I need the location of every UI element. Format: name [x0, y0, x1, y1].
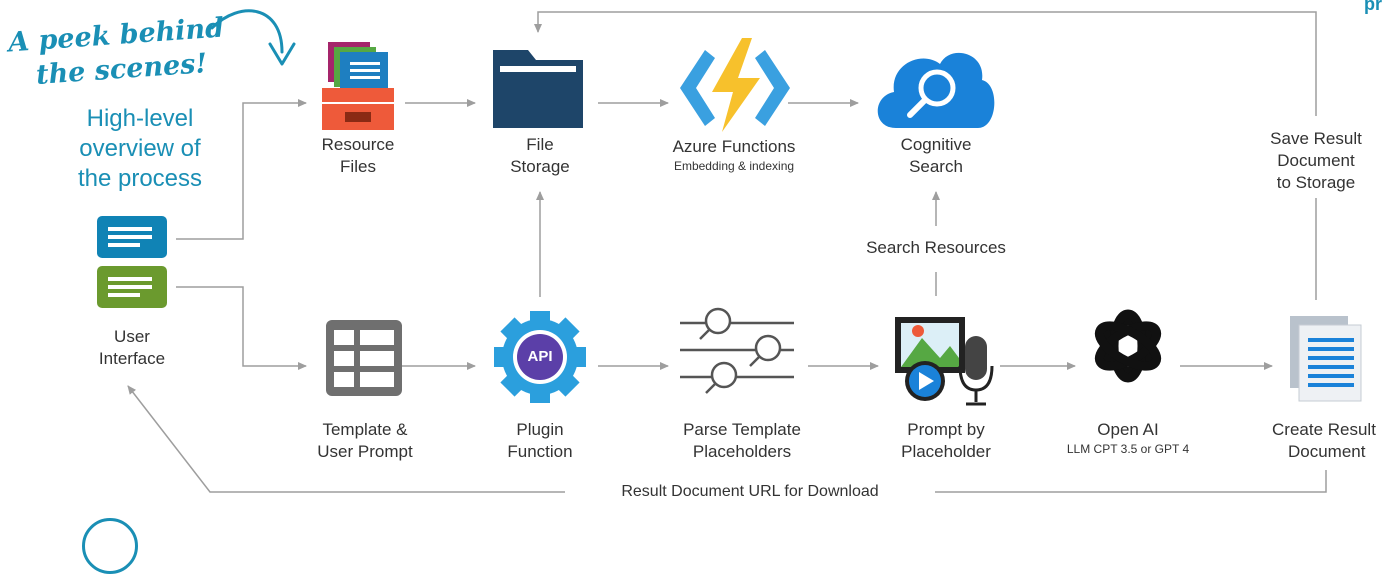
prompt-placeholder-label-line1: Prompt by [907, 420, 985, 439]
save-result-label-line1: Save Result [1270, 129, 1362, 148]
result-url-label: Result Document URL for Download [621, 483, 879, 500]
file-storage-label-line2: Storage [510, 157, 570, 176]
parse-placeholders-label: Parse Template Placeholders [652, 419, 832, 463]
arrow-result-url [935, 470, 1327, 493]
cloud-search-icon [877, 52, 995, 129]
media-prompt-icon [895, 317, 994, 406]
azure-functions-sublabel: Embedding & indexing [673, 159, 795, 173]
file-storage-label-line1: File [526, 135, 554, 154]
template-prompt-label-line2: User Prompt [317, 442, 413, 461]
user-interface-label-line2: Interface [98, 349, 166, 368]
overview-line3: the process [77, 165, 203, 192]
overview-line1: High-level [86, 105, 194, 132]
api-gear-icon [494, 311, 586, 403]
open-ai-label: Open AI LLM CPT 3.5 or GPT 4 [1048, 419, 1208, 457]
save-result-label-line2: Document [1277, 151, 1355, 170]
user-interface-label-line1: User [114, 327, 150, 346]
resource-files-label-line1: Resource [321, 135, 395, 154]
folder-icon [493, 50, 583, 128]
parse-placeholders-label-line1: Parse Template [683, 420, 801, 439]
resource-files-label: Resource Files [288, 134, 428, 178]
open-ai-sublabel: LLM CPT 3.5 or GPT 4 [1066, 442, 1190, 456]
connectors [127, 11, 1327, 493]
overview-line2: overview of [79, 135, 201, 162]
api-badge: API [527, 348, 553, 365]
prompt-placeholder-label-line2: Placeholder [901, 442, 991, 461]
save-result-label: Save Result Document to Storage [1250, 128, 1382, 194]
bottom-circle-decoration [82, 518, 138, 574]
template-grid-icon [326, 320, 402, 396]
curved-arrow-icon [210, 9, 284, 54]
cognitive-search-label-line1: Cognitive [900, 135, 972, 154]
curved-arrow-head-icon [268, 42, 296, 66]
create-result-label-line2: Document [1288, 442, 1366, 461]
search-resources-label: Search Resources [850, 237, 1022, 259]
template-prompt-label: Template & User Prompt [290, 419, 440, 463]
process-diagram [97, 9, 1362, 493]
arrow-ui-to-resource [176, 99, 307, 240]
magnifier-lines-icon [680, 307, 794, 394]
resource-files-label-line2: Files [340, 157, 376, 176]
save-result-label-line3: to Storage [1276, 173, 1356, 192]
create-result-label-line1: Create Result [1272, 420, 1376, 439]
cognitive-search-label: Cognitive Search [866, 134, 1006, 178]
arrow-result-url-left [127, 385, 565, 493]
arrow-ui-to-template [176, 286, 307, 370]
document-icons [97, 216, 167, 308]
plugin-function-label: Plugin Function [470, 419, 610, 463]
result-document-icon [1290, 316, 1362, 402]
template-prompt-label-line1: Template & [322, 420, 408, 439]
user-interface-label: User Interface [62, 326, 202, 370]
file-cabinet-icon [322, 42, 394, 130]
file-storage-label: File Storage [470, 134, 610, 178]
plugin-function-label-line1: Plugin [516, 420, 564, 439]
plugin-function-label-line2: Function [507, 442, 573, 461]
arrow-save-to-storage [534, 11, 1317, 116]
parse-placeholders-label-line2: Placeholders [692, 442, 792, 461]
create-result-label: Create Result Document [1262, 419, 1388, 463]
openai-icon [1094, 309, 1162, 383]
azure-functions-label: Azure Functions Embedding & indexing [644, 136, 824, 174]
azure-functions-icon [680, 38, 790, 132]
open-ai-label-line1: Open AI [1097, 420, 1159, 439]
corner-text: pr [1364, 0, 1382, 14]
overview-title: High-level overview of the process [40, 104, 240, 194]
cognitive-search-label-line2: Search [909, 157, 963, 176]
azure-functions-label-line1: Azure Functions [672, 137, 796, 156]
prompt-placeholder-label: Prompt by Placeholder [876, 419, 1016, 463]
